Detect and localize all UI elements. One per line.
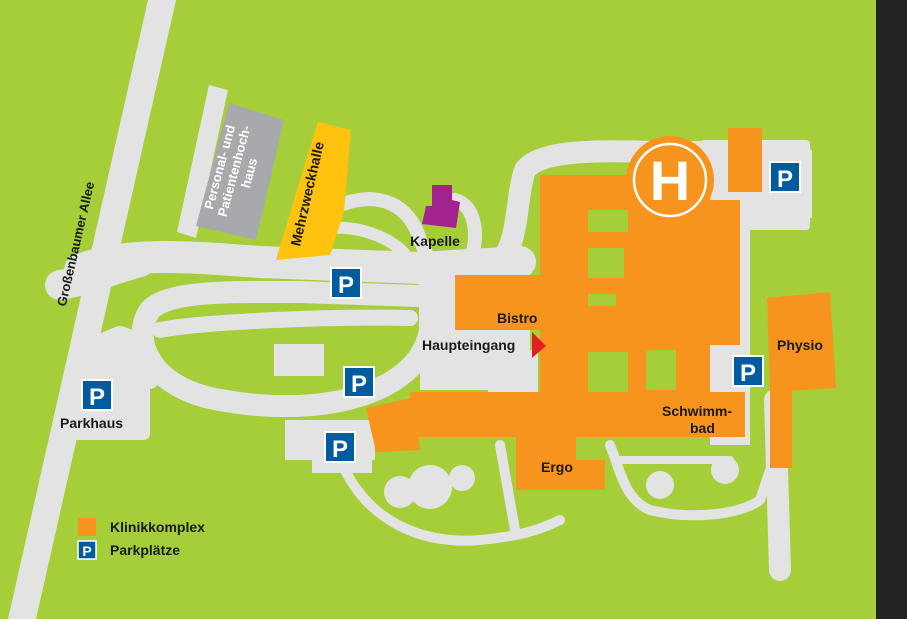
- main-street: [8, 0, 176, 619]
- pool-label-line1: Schwimm-: [662, 403, 732, 419]
- helipad-letter: H: [650, 149, 690, 212]
- legend-parking-letter: P: [82, 543, 91, 559]
- helipad: H: [626, 136, 714, 224]
- parking-sign: P: [81, 379, 113, 411]
- legend: Klinikkomplex P Parkplätze: [77, 518, 205, 560]
- ergo-label: Ergo: [541, 459, 573, 475]
- legend-clinic-swatch: [78, 518, 96, 536]
- staff-patient-building: [196, 103, 284, 240]
- parking-sign: P: [343, 366, 375, 398]
- legend-clinic-label: Klinikkomplex: [110, 519, 205, 535]
- parking-sign: P: [732, 355, 764, 387]
- parking-letter: P: [351, 371, 367, 398]
- physio-label: Physio: [777, 337, 823, 353]
- parking-letter: P: [777, 166, 793, 193]
- legend-parking-swatch: [77, 540, 97, 560]
- parking-letter: P: [332, 436, 348, 463]
- parkhaus-label: Parkhaus: [60, 415, 123, 431]
- parking-sign: P: [330, 267, 362, 299]
- legend-parking-label: Parkplätze: [110, 542, 180, 558]
- pool-label-line2: bad: [690, 420, 715, 436]
- main-entrance-marker: [532, 332, 546, 358]
- clinic-courtyards: [588, 210, 676, 392]
- main-entrance-label: Haupteingang: [422, 337, 515, 353]
- parking-letter: P: [338, 272, 354, 299]
- parking-letter: P: [89, 384, 105, 411]
- parking-letter: P: [740, 360, 756, 387]
- chapel-building: [422, 185, 460, 228]
- bistro-label: Bistro: [497, 310, 537, 326]
- garden-circles: [384, 456, 739, 509]
- parking-sign: P: [324, 431, 356, 463]
- multipurpose-hall: [276, 122, 351, 260]
- chapel-label: Kapelle: [410, 233, 460, 249]
- parking-sign: P: [769, 161, 801, 193]
